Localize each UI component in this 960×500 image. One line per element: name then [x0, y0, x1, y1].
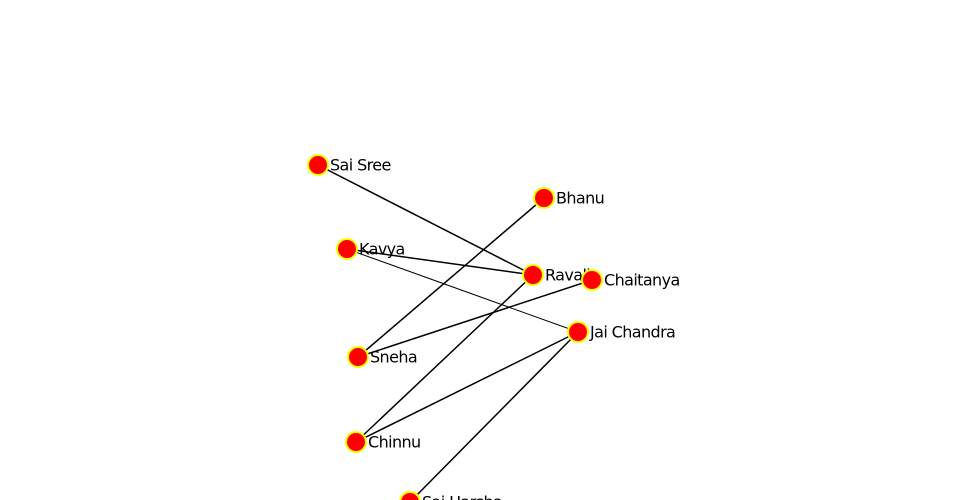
edge-bhanu-sneha	[357, 197, 545, 358]
node-chinnu[interactable]: Chinnu	[345, 431, 421, 453]
edge-chinnu-jai-chandra	[355, 331, 579, 443]
node-chaitanya[interactable]: Chaitanya	[581, 269, 680, 291]
edge-sai-sree-ravali	[317, 164, 534, 276]
node-kavya[interactable]: Kavya	[336, 238, 405, 260]
node-circle-chaitanya[interactable]	[581, 269, 603, 291]
node-bhanu[interactable]: Bhanu	[533, 187, 605, 209]
node-circle-ravali[interactable]	[522, 264, 544, 286]
node-label-kavya: Kavya	[359, 240, 405, 259]
node-sai-harsha[interactable]: Sai Harsha	[399, 491, 503, 500]
edge-kavya-jai-chandra	[346, 248, 579, 333]
node-label-chinnu: Chinnu	[368, 433, 421, 452]
node-sai-sree[interactable]: Sai Sree	[307, 154, 391, 176]
node-sneha[interactable]: Sneha	[347, 346, 418, 368]
node-circle-bhanu[interactable]	[533, 187, 555, 209]
edge-sneha-chaitanya	[357, 279, 593, 358]
node-label-chaitanya: Chaitanya	[604, 271, 680, 290]
node-label-sneha: Sneha	[370, 348, 417, 367]
node-label-jai-chandra: Jai Chandra	[589, 323, 675, 342]
node-circle-jai-chandra[interactable]	[567, 321, 589, 343]
node-circle-sai-harsha[interactable]	[399, 491, 421, 500]
node-circle-sneha[interactable]	[347, 346, 369, 368]
node-jai-chandra[interactable]: Jai Chandra	[567, 321, 676, 343]
node-label-bhanu: Bhanu	[556, 189, 604, 208]
edge-ravali-chinnu	[355, 274, 534, 443]
edge-kavya-ravali	[346, 248, 534, 276]
edges-layer	[317, 164, 593, 500]
node-circle-kavya[interactable]	[336, 238, 358, 260]
node-circle-chinnu[interactable]	[345, 431, 367, 453]
node-label-sai-harsha: Sai Harsha	[422, 493, 502, 500]
node-label-sai-sree: Sai Sree	[330, 156, 391, 175]
node-circle-sai-sree[interactable]	[307, 154, 329, 176]
node-ravali[interactable]: Ravali	[522, 264, 591, 286]
edge-jai-chandra-sai-harsha	[410, 331, 579, 500]
node-label-ravali: Ravali	[545, 266, 590, 285]
